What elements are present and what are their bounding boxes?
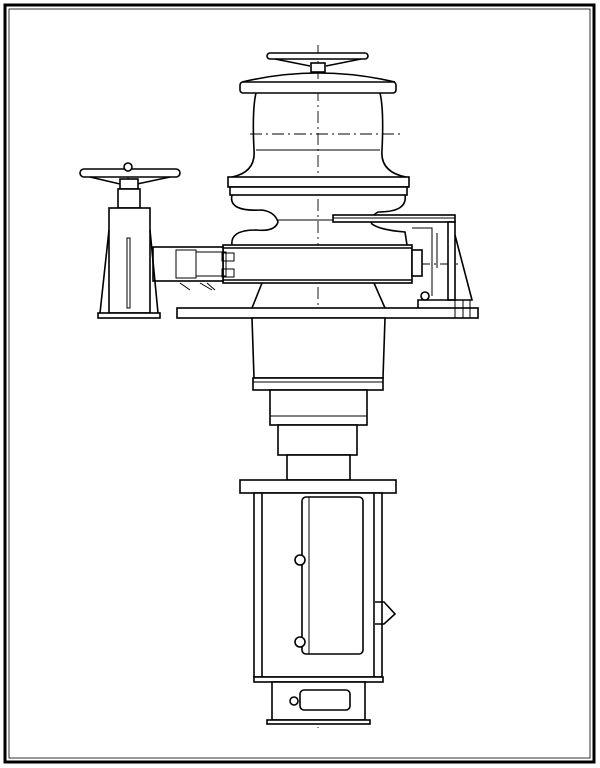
linkage-clips	[179, 282, 216, 291]
coupling-shaft	[286, 454, 351, 481]
drum-lower-flange	[227, 176, 410, 188]
bracket-nut	[411, 249, 423, 277]
base-slot	[299, 689, 351, 711]
gearbox-lower	[277, 424, 358, 456]
bracket-bolt	[420, 291, 430, 301]
drum-top-flange	[239, 81, 397, 94]
linkage-pin-top	[221, 252, 235, 262]
pedestal-slot	[126, 237, 131, 309]
top-handwheel	[266, 52, 369, 73]
chain-linkage	[152, 246, 235, 291]
gear-housing-body	[222, 244, 413, 284]
door-bolt-bottom	[294, 636, 306, 648]
top-handwheel-hub	[310, 62, 326, 73]
drawing-inner-frame	[8, 8, 591, 759]
top-handwheel-rim	[266, 52, 369, 60]
gypsy-left-profile	[230, 194, 279, 246]
pedestal-base	[97, 312, 161, 319]
pedestal-handwheel-spokes	[89, 176, 171, 185]
pedestal-legs	[99, 229, 159, 314]
motor-flange	[252, 377, 384, 391]
enclosure-door[interactable]	[301, 496, 364, 655]
enclosure-top-plate	[239, 479, 397, 494]
motor-enclosure	[239, 479, 397, 725]
gear-housing	[222, 244, 413, 309]
bracket-gusset	[417, 234, 474, 308]
linkage-rod	[152, 246, 224, 282]
drum-cap-dome	[241, 72, 396, 83]
motor-housing	[251, 317, 386, 379]
drawing-frame	[3, 3, 596, 764]
drum-barrel-profile	[231, 92, 407, 178]
linkage-pin-bottom	[221, 268, 235, 278]
gearbox-upper	[269, 389, 368, 426]
bracket-upright	[447, 221, 456, 301]
enclosure-foot	[266, 719, 371, 725]
bracket-rod	[412, 227, 438, 296]
drum-band	[229, 186, 408, 196]
door-handle[interactable]	[375, 601, 397, 625]
pedestal-stem	[117, 188, 141, 209]
right-bracket	[332, 214, 474, 318]
linkage-link-2	[195, 251, 227, 277]
bracket-hatch	[454, 300, 471, 318]
deck-base-plate	[176, 307, 479, 319]
pedestal-handwheel-knob	[123, 162, 133, 172]
top-handwheel-spokes	[274, 58, 362, 67]
below-deck-motor	[251, 317, 386, 481]
pedestal-hub	[119, 178, 139, 190]
base-bolt	[289, 696, 299, 706]
housing-cone	[251, 282, 386, 309]
door-bolt-top	[294, 554, 306, 566]
capstan-drum	[227, 72, 410, 246]
control-pedestal	[79, 162, 181, 319]
